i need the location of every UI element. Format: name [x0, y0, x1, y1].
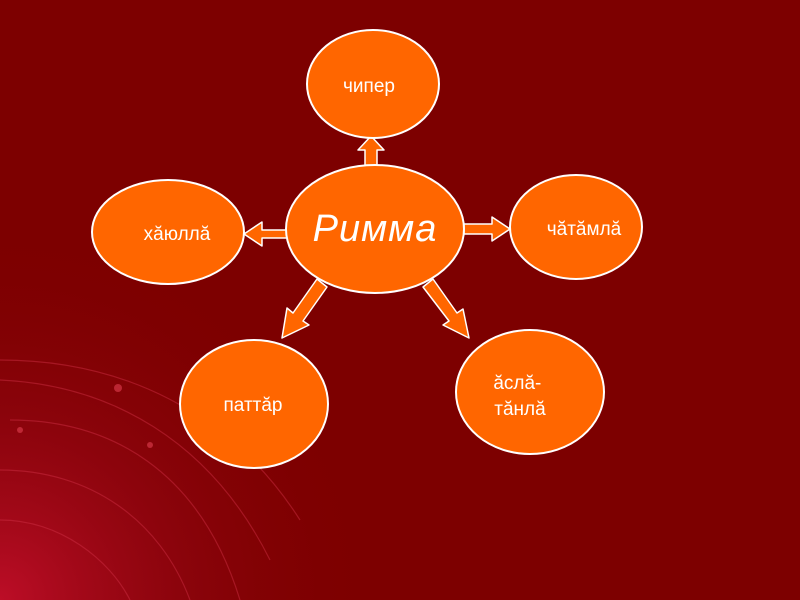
node-right-label: чӑтӑмлӑ [547, 219, 622, 240]
node-bottom-right: ӑслӑ- тӑнлӑ [455, 329, 605, 455]
node-bottom-left-ellipse [179, 339, 329, 469]
background-dots [17, 384, 153, 448]
node-bottom-left-label: паттӑр [224, 395, 283, 416]
node-bottom-right-line-2: тӑнлӑ [494, 399, 546, 420]
node-left: хӑюллӑ [91, 179, 245, 285]
node-bottom-left: паттӑр [179, 339, 329, 469]
arrow-right [463, 216, 511, 242]
node-bottom-right-line-1: ӑслӑ- [493, 373, 541, 394]
node-top-ellipse [306, 29, 440, 139]
arrow-down-left [281, 278, 328, 339]
node-right: чӑтӑмлӑ [509, 174, 643, 280]
center-node: Римма [285, 164, 465, 294]
node-top-label: чипер [343, 76, 395, 97]
node-left-ellipse [91, 179, 245, 285]
node-right-ellipse [509, 174, 643, 280]
node-top: чипер [306, 29, 440, 139]
node-bottom-right-ellipse [455, 329, 605, 455]
node-bottom-right-label: ӑслӑ- тӑнлӑ [493, 373, 546, 420]
arrow-left [243, 221, 293, 247]
node-left-label: хӑюллӑ [144, 224, 211, 245]
center-node-ellipse [285, 164, 465, 294]
center-node-label: Римма [313, 208, 438, 250]
arrow-down-right [422, 278, 470, 339]
background-swoosh-lines [0, 359, 301, 600]
